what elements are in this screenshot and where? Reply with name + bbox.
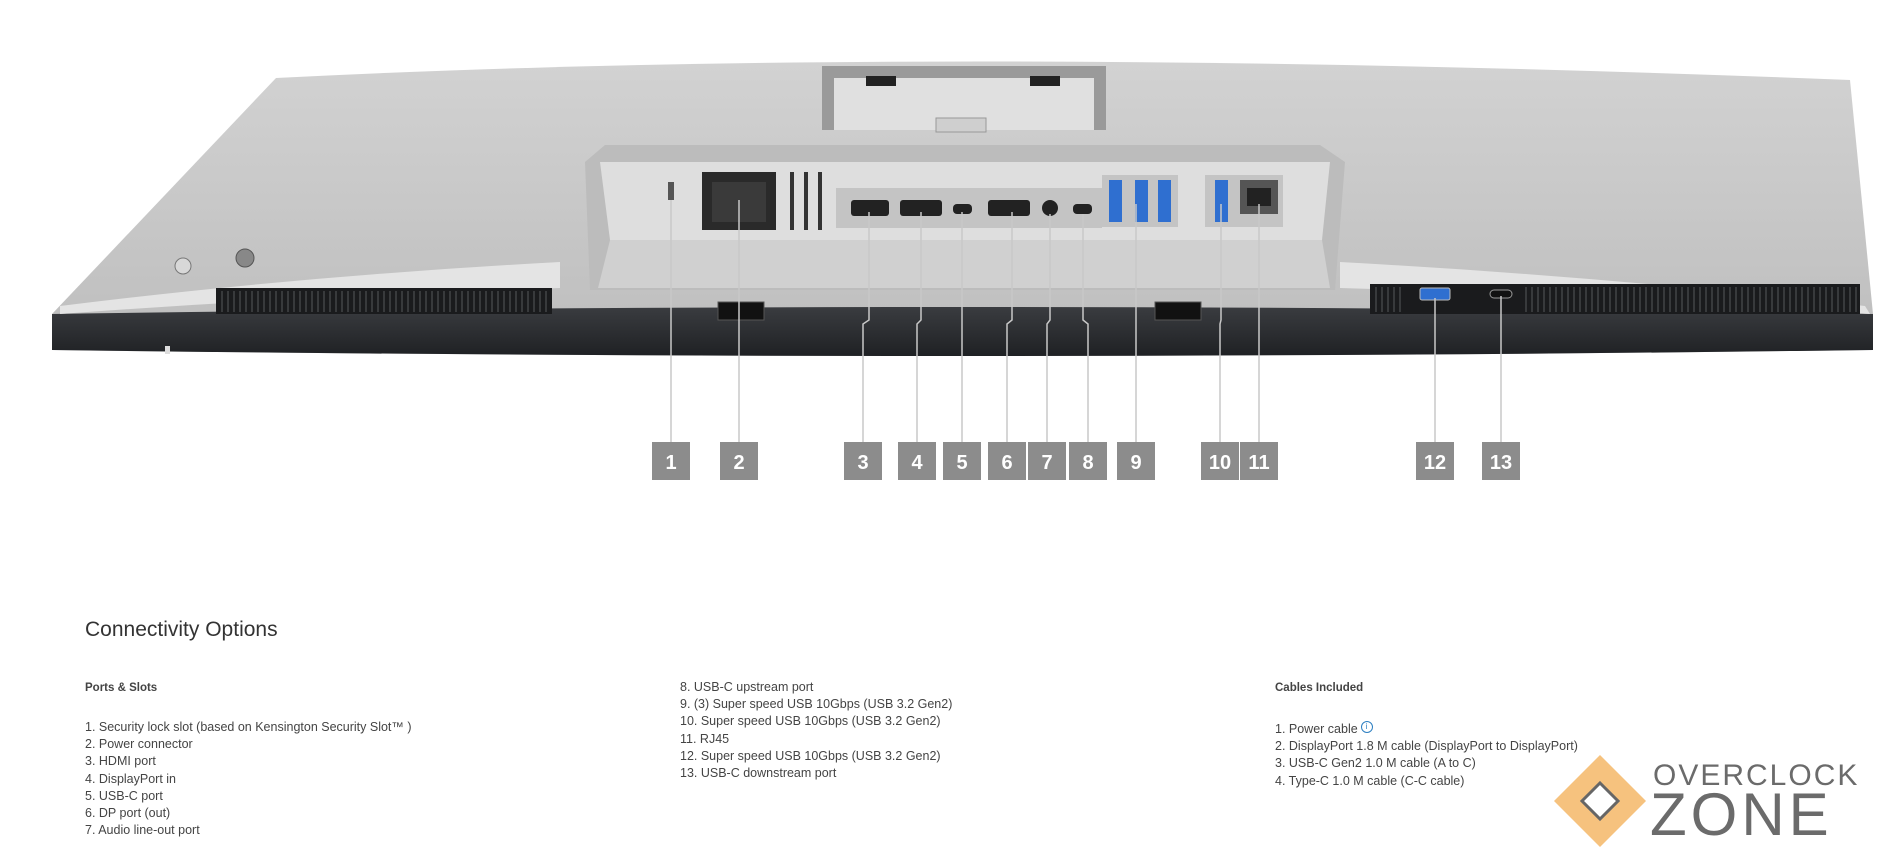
- port-bay: [585, 145, 1345, 290]
- section-title: Connectivity Options: [85, 618, 278, 641]
- callout-box: [1117, 442, 1155, 480]
- callout-box: [1028, 442, 1066, 480]
- list-item: 7. Audio line-out port: [85, 823, 200, 838]
- usb-a-port: [1158, 180, 1171, 222]
- callout-box: [943, 442, 981, 480]
- leader-line: [916, 212, 922, 442]
- watermark-logo: OVERCLOCK ZONE: [1550, 755, 1880, 847]
- callout-box: [1069, 442, 1107, 480]
- callout-number: 7: [1041, 452, 1052, 474]
- callout-number: 2: [733, 452, 744, 474]
- security-lock-slot: [668, 182, 674, 200]
- watermark-line1: OVERCLOCK: [1653, 759, 1860, 792]
- list-item: 13. USB-C downstream port: [680, 766, 837, 781]
- callout-number: 8: [1082, 452, 1093, 474]
- callout-number: 5: [956, 452, 967, 474]
- callout-box: [898, 442, 936, 480]
- displayport-in: [900, 200, 942, 216]
- list-item: 11. RJ45: [680, 731, 730, 746]
- list-item: 12. Super speed USB 10Gbps (USB 3.2 Gen2…: [680, 748, 941, 763]
- leader-line: [1046, 214, 1051, 442]
- callout-box: [1240, 442, 1278, 480]
- callout-number: 12: [1424, 452, 1446, 474]
- list-item: 6. DP port (out): [85, 806, 171, 821]
- leader-line: [1219, 204, 1222, 442]
- audio-port: [1042, 200, 1058, 216]
- leader-line: [1006, 212, 1013, 442]
- ports-heading: Ports & Slots: [85, 682, 158, 694]
- callout-box: [844, 442, 882, 480]
- callout-box: [988, 442, 1026, 480]
- callout-number: 1: [665, 452, 676, 474]
- callout-number: 6: [1001, 452, 1012, 474]
- info-icon[interactable]: i: [1360, 721, 1373, 733]
- callout-number: 9: [1130, 452, 1141, 474]
- callout-box: [652, 442, 690, 480]
- callout-box: [1201, 442, 1239, 480]
- ports-list-2: 8. USB-C upstream port 9. (3) Super spee…: [680, 679, 952, 782]
- list-item: 4. DisplayPort in: [85, 771, 177, 786]
- callout-box: [720, 442, 758, 480]
- watermark-line2: ZONE: [1650, 781, 1833, 848]
- cables-heading: Cables Included: [1275, 682, 1364, 694]
- callout-number: 11: [1248, 452, 1269, 474]
- leader-line: [1082, 214, 1089, 442]
- usb-c-upstream-port: [1073, 204, 1092, 214]
- usb-a-port: [1109, 180, 1122, 222]
- callout-number: 10: [1209, 452, 1231, 474]
- callout-box: [1482, 442, 1520, 480]
- list-item: 4. Type-C 1.0 M cable (C-C cable): [1275, 773, 1465, 788]
- callout-number: 4: [911, 452, 923, 474]
- chip-icon: [1554, 755, 1646, 847]
- usb-a-port: [1135, 180, 1148, 222]
- callout-number: 3: [857, 452, 868, 474]
- joystick: [235, 248, 255, 268]
- leader-line: [862, 212, 870, 442]
- list-item: 2. DisplayPort 1.8 M cable (DisplayPort …: [1275, 739, 1578, 754]
- ports-list-1: 1. Security lock slot (based on Kensingt…: [85, 719, 412, 839]
- list-item: 2. Power connector: [85, 737, 193, 752]
- stand-mount: [822, 66, 1106, 133]
- dp-out-port: [988, 200, 1030, 216]
- callout-number: 13: [1490, 452, 1512, 474]
- list-item: 10. Super speed USB 10Gbps (USB 3.2 Gen2…: [680, 714, 941, 729]
- usb-a-port: [1215, 180, 1228, 222]
- usb-c-port: [953, 204, 972, 214]
- list-item: 5. USB-C port: [85, 788, 163, 803]
- list-item: 3. HDMI port: [85, 754, 156, 769]
- hdmi-port: [851, 200, 889, 216]
- list-item: 1. Security lock slot (based on Kensingt…: [85, 720, 412, 734]
- callout-box: [1416, 442, 1454, 480]
- list-item: 3. USB-C Gen2 1.0 M cable (A to C): [1275, 756, 1476, 771]
- list-item: 9. (3) Super speed USB 10Gbps (USB 3.2 G…: [680, 697, 953, 712]
- power-button: [174, 257, 192, 275]
- list-item: 8. USB-C upstream port: [680, 680, 814, 694]
